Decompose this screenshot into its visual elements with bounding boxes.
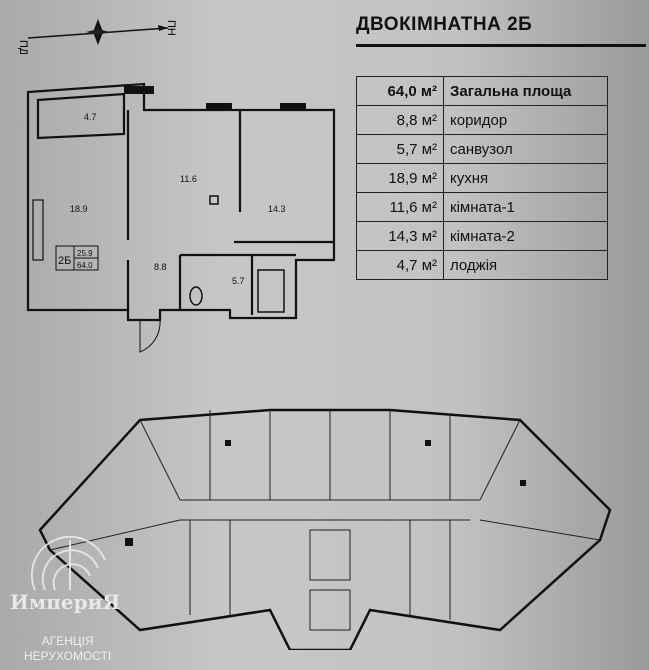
area-label: кухня (443, 163, 608, 193)
area-label: санвузол (443, 134, 608, 164)
loggia-area: 4.7 (84, 112, 97, 122)
area-label: кімната-2 (443, 221, 608, 251)
corridor-area: 8.8 (154, 262, 167, 272)
area-label: коридор (443, 105, 608, 135)
area-value: 18,9 м² (356, 163, 444, 193)
room1-area: 11.6 (180, 174, 197, 184)
brand-subtitle: АГЕНЦІЯ НЕРУХОМОСТІ (24, 634, 111, 664)
bath-area: 5.7 (232, 276, 245, 286)
floor-plan-overview (38, 408, 612, 650)
compass-left-label: ПД (18, 40, 29, 54)
total-area-value: 64.0 (77, 261, 93, 270)
area-value: 4,7 м² (356, 250, 444, 280)
area-value: 14,3 м² (356, 221, 444, 251)
area-value: 5,7 м² (356, 134, 444, 164)
area-label: лоджія (443, 250, 608, 280)
brand-name: ИмпериЯ (10, 590, 121, 614)
kitchen-area: 18.9 (70, 204, 88, 214)
apartment-tag: 2Б (58, 255, 71, 267)
area-value: 11,6 м² (356, 192, 444, 222)
compass-right-label: ПН (165, 20, 177, 36)
area-label: кімната-1 (443, 192, 608, 222)
brand-line-2: НЕРУХОМОСТІ (24, 649, 112, 663)
title-underline (356, 44, 646, 47)
compass-icon: ПД ПН (18, 19, 177, 54)
area-value: 64,0 м² (356, 76, 444, 106)
agency-logo-icon (30, 535, 106, 591)
brand-line-1: АГЕНЦІЯ (41, 634, 94, 648)
room2-area: 14.3 (268, 204, 286, 214)
page-title: ДВОКІМНАТНА 2Б (356, 14, 533, 35)
living-area-value: 25.9 (77, 249, 93, 258)
area-value: 8,8 м² (356, 105, 444, 135)
area-label: Загальна площа (443, 76, 608, 106)
apartment-plan: 4.7 18.9 11.6 14.3 8.8 5.7 2Б 25.9 64.0 (26, 82, 336, 353)
